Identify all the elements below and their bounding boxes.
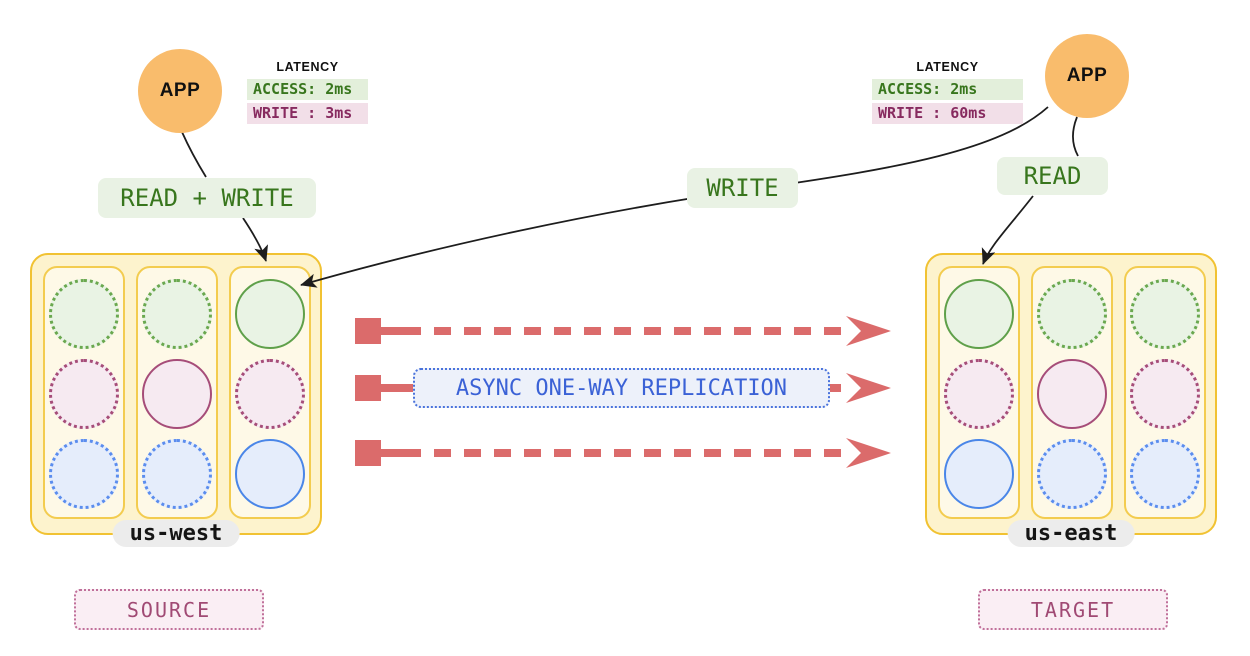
read-label: READ	[997, 157, 1108, 195]
db-node-pink-dotted	[49, 359, 119, 429]
latency-title: LATENCY	[276, 60, 339, 74]
latency-access-row: ACCESS: 2ms	[247, 79, 368, 100]
async-replication-label: ASYNC ONE-WAY REPLICATION	[413, 368, 830, 408]
db-column	[43, 266, 125, 519]
db-node-green-dotted	[1037, 279, 1107, 349]
app-node-left: APP	[138, 49, 222, 133]
target-label: TARGET	[978, 589, 1168, 630]
latency-panel-left: LATENCY ACCESS: 2ms WRITE : 3ms	[247, 60, 368, 124]
db-node-pink-dotted	[235, 359, 305, 429]
latency-write-row: WRITE : 3ms	[247, 103, 368, 124]
db-node-pink-solid	[142, 359, 212, 429]
db-column	[229, 266, 311, 519]
db-column	[1031, 266, 1113, 519]
db-node-pink-dotted	[1130, 359, 1200, 429]
db-node-blue-solid	[235, 439, 305, 509]
latency-write-row: WRITE : 60ms	[872, 103, 1023, 124]
db-node-blue-dotted	[142, 439, 212, 509]
latency-title: LATENCY	[916, 60, 979, 74]
db-column	[1124, 266, 1206, 519]
cluster-us-west: us-west	[30, 253, 322, 547]
db-node-green-dotted	[142, 279, 212, 349]
db-node-blue-dotted	[49, 439, 119, 509]
db-column	[136, 266, 218, 519]
read-write-label: READ + WRITE	[98, 178, 316, 218]
db-node-blue-dotted	[1130, 439, 1200, 509]
db-node-green-dotted	[1130, 279, 1200, 349]
db-node-green-dotted	[49, 279, 119, 349]
region-label-us-east: us-east	[1007, 520, 1135, 547]
latency-access-row: ACCESS: 2ms	[872, 79, 1023, 100]
latency-panel-right: LATENCY ACCESS: 2ms WRITE : 60ms	[872, 60, 1023, 124]
db-column	[938, 266, 1020, 519]
db-node-blue-solid	[944, 439, 1014, 509]
db-node-green-solid	[944, 279, 1014, 349]
db-node-pink-dotted	[944, 359, 1014, 429]
write-label: WRITE	[687, 168, 798, 208]
db-node-blue-dotted	[1037, 439, 1107, 509]
cluster-us-east: us-east	[925, 253, 1217, 547]
db-node-green-solid	[235, 279, 305, 349]
app-node-right: APP	[1045, 34, 1129, 118]
source-label: SOURCE	[74, 589, 264, 630]
db-node-pink-solid	[1037, 359, 1107, 429]
region-label-us-west: us-west	[112, 520, 240, 547]
